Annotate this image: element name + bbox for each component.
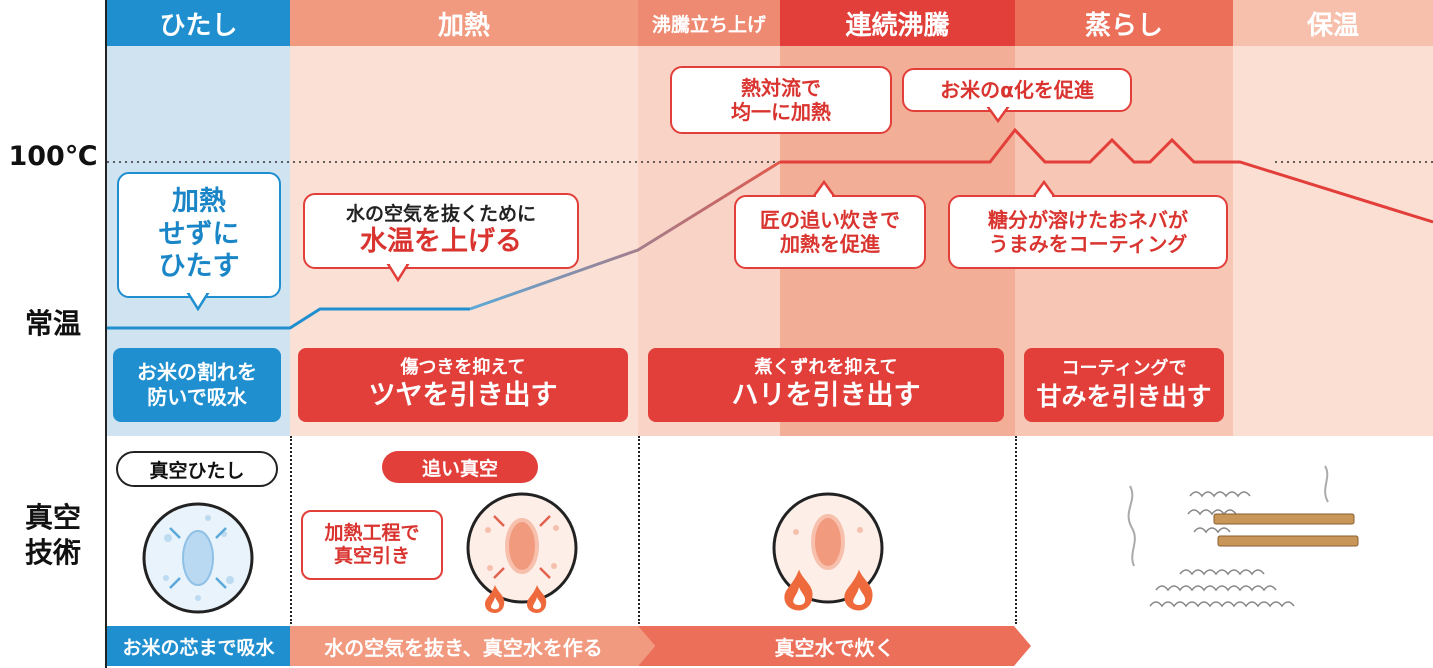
band-sweet-line1: コーティングで [1061, 358, 1187, 380]
callout-sugar: 糖分が溶けたおネバが うまみをコーティング [948, 195, 1228, 269]
phase-header-rise: 沸騰立ち上げ [638, 0, 780, 46]
band-firm-line2: ハリを引き出す [731, 380, 921, 412]
phase-header-soak: ひたし [107, 0, 290, 46]
callout-alpha-text: お米のα化を促進 [940, 78, 1094, 102]
callout-soak: 加熱 せずに ひたす [117, 172, 281, 298]
callout-takumi-line2: 加熱を促進 [780, 232, 880, 256]
band-shine-line1: 傷つきを抑えて [400, 356, 526, 378]
callout-takumi-line1: 匠の追い炊きで [760, 208, 900, 232]
label-vacuum-tech: 真空 技術 [6, 500, 100, 570]
band-soak: お米の割れを 防いで吸水 [113, 348, 281, 422]
phase-header-steam: 蒸らし [1015, 0, 1233, 46]
divider-1 [290, 436, 292, 624]
callout-convection-line1: 熱対流で [741, 76, 821, 100]
flame-icon [527, 585, 547, 613]
band-sweet-line2: 甘みを引き出す [1036, 381, 1212, 411]
footer-cook-text: 真空水で炊く [774, 635, 895, 660]
band-firm-line1: 煮くずれを抑えて [754, 356, 898, 378]
label-100c: 100℃ [8, 141, 98, 172]
phase-header-boil: 連続沸騰 [780, 0, 1015, 46]
footer-air: 水の空気を抜き、真空水を作る [290, 626, 655, 666]
callout-sugar-line1: 糖分が溶けたおネバが [988, 208, 1188, 232]
rice-grain-icon [466, 492, 578, 604]
footer-cook: 真空水で炊く [638, 626, 1031, 666]
callout-convection-line2: 均一に加熱 [731, 100, 831, 124]
phase-label: ひたし [159, 10, 238, 41]
band-sweet: コーティングで 甘みを引き出す [1024, 348, 1224, 422]
callout-heat-pointer [386, 264, 410, 282]
flame-icon [784, 569, 813, 611]
band-soak-line1: お米の割れを [137, 360, 257, 384]
temperature-line-soak [107, 307, 470, 330]
frame-left-line [105, 0, 107, 668]
callout-soak-pointer [186, 293, 210, 311]
vacuum-heat-line2: 真空引き [333, 545, 410, 567]
callout-alpha: お米のα化を促進 [902, 68, 1132, 112]
vacuum-soak-tag: 真空ひたし [116, 451, 278, 487]
footer-air-text: 水の空気を抜き、真空水を作る [324, 635, 603, 660]
vacuum-heat-line1: 加熱工程で [324, 522, 420, 545]
band-shine: 傷つきを抑えて ツヤを引き出す [298, 348, 628, 422]
callout-soak-line3: ひたす [158, 251, 240, 283]
callout-heat: 水の空気を抜くために 水温を上げる [303, 193, 579, 269]
band-shine-line2: ツヤを引き出す [368, 380, 558, 412]
vacuum-chase-tag: 追い真空 [382, 451, 538, 483]
callout-heat-line2: 水温を上げる [360, 226, 522, 258]
callout-convection: 熱対流で 均一に加熱 [670, 66, 892, 134]
flame-icon [844, 569, 873, 611]
band-soak-line2: 防いで吸水 [147, 385, 247, 409]
temperature-line-rise [469, 160, 781, 311]
flame-icon [485, 585, 505, 613]
callout-sugar-pointer [1032, 180, 1056, 197]
callout-sugar-line2: うまみをコーティング [988, 232, 1188, 256]
divider-2 [638, 436, 640, 624]
label-vacuum-line2: 技術 [24, 536, 81, 569]
callout-takumi-pointer [812, 180, 836, 197]
band-firm: 煮くずれを抑えて ハリを引き出す [648, 348, 1004, 422]
phase-label: 連続沸騰 [845, 10, 950, 41]
label-room-temp: 常温 [24, 307, 81, 340]
temperature-curve-svg [107, 127, 1433, 330]
phase-label: 保温 [1306, 10, 1359, 41]
phase-bg-keep [1233, 46, 1433, 436]
divider-3 [1015, 436, 1017, 624]
callout-alpha-pointer [986, 107, 1010, 123]
phase-header-keep: 保温 [1233, 0, 1433, 46]
temperature-line-boil [780, 127, 1433, 224]
label-vacuum-line1: 真空 [24, 501, 81, 534]
phase-label: 沸騰立ち上げ [651, 13, 766, 36]
callout-takumi: 匠の追い炊きで 加熱を促進 [734, 195, 926, 269]
phase-label: 蒸らし [1084, 10, 1163, 41]
callout-vacuum-heat: 加熱工程で 真空引き [301, 510, 443, 580]
footer-soak: お米の芯まで吸水 [107, 626, 290, 666]
phase-header-heat: 加熱 [290, 0, 638, 46]
phase-label: 加熱 [437, 10, 490, 41]
callout-soak-line2: せずに [158, 218, 240, 250]
callout-soak-line1: 加熱 [172, 186, 226, 218]
rice-grain-icon [142, 502, 254, 614]
chopsticks-rice-icon [1127, 465, 1359, 608]
callout-heat-line1: 水の空気を抜くために [345, 203, 536, 226]
